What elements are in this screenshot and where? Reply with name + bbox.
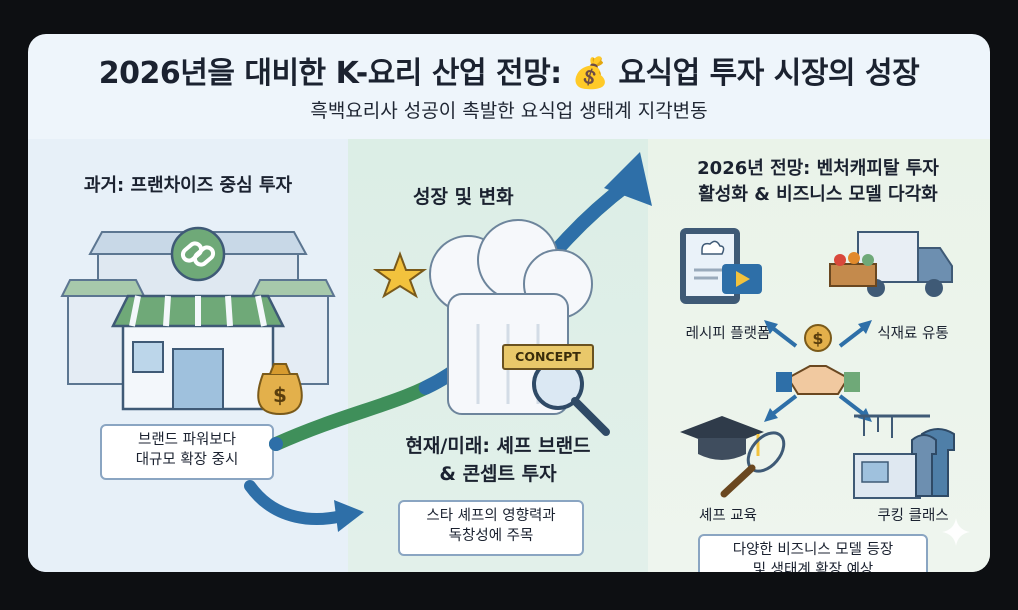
future-note-box: 다양한 비즈니스 모델 등장 및 생태계 확장 예상 <box>698 534 928 572</box>
ingredient-distribution-label: 식재료 유통 <box>877 326 949 342</box>
future-heading-line2: 활성화 & 비즈니스 모델 다각화 <box>698 184 938 205</box>
kitchen-icon <box>853 414 955 499</box>
future-heading: 2026년 전망: 벤처캐피탈 투자 활성화 & 비즈니스 모델 다각화 <box>653 156 983 208</box>
page-subtitle: 흑백요리사 성공이 촉발한 요식업 생태계 지각변동 <box>310 100 708 122</box>
present-heading: 현재/미래: 셰프 브랜드 & 콘셉트 투자 <box>378 432 618 488</box>
graduation-cap-icon <box>680 416 786 498</box>
present-heading-line1: 현재/미래: 셰프 브랜드 <box>405 435 591 457</box>
flow-arrow-icon <box>244 480 364 532</box>
svg-text:$: $ <box>812 329 823 348</box>
concept-tag: CONCEPT <box>502 344 594 370</box>
future-column <box>648 139 990 572</box>
concept-tag-text: CONCEPT <box>515 349 581 364</box>
present-note-box: 스타 셰프의 영향력과 독창성에 주목 <box>398 500 584 556</box>
franchise-store-icon: $ <box>60 226 336 416</box>
cooking-class-label: 쿠킹 클래스 <box>877 508 949 524</box>
future-heading-line1: 2026년 전망: 벤처캐피탈 투자 <box>697 158 939 179</box>
svg-text:$: $ <box>273 383 287 407</box>
chef-hat-icon <box>372 219 610 436</box>
present-note-line1: 스타 셰프의 영향력과 <box>426 508 556 524</box>
present-note-line2: 독창성에 주목 <box>448 528 534 544</box>
page-title: 2026년을 대비한 K-요리 산업 전망: 💰 요식업 투자 시장의 성장 <box>98 56 920 91</box>
handshake-icon: $ <box>764 320 872 422</box>
recipe-platform-label: 레시피 플랫폼 <box>685 326 771 342</box>
future-note-line1: 다양한 비즈니스 모델 등장 <box>732 542 894 558</box>
past-note-line2: 대규모 확장 중시 <box>135 452 239 468</box>
future-note-line2: 및 생태계 확장 예상 <box>752 562 874 572</box>
sparkle-icon <box>942 518 970 546</box>
present-heading-line2: & 콘셉트 투자 <box>439 463 557 485</box>
past-heading: 과거: 프랜차이즈 중심 투자 <box>83 175 293 196</box>
chef-education-label: 셰프 교육 <box>699 508 757 524</box>
past-note-box: 브랜드 파워보다 대규모 확장 중시 <box>100 424 274 480</box>
growth-label: 성장 및 변화 <box>413 186 514 208</box>
past-note-line1: 브랜드 파워보다 <box>138 432 236 448</box>
infographic-card: 2026년을 대비한 K-요리 산업 전망: 💰 요식업 투자 시장의 성장 흑… <box>28 34 990 572</box>
tablet-video-icon <box>680 228 762 304</box>
delivery-truck-icon <box>829 231 953 297</box>
